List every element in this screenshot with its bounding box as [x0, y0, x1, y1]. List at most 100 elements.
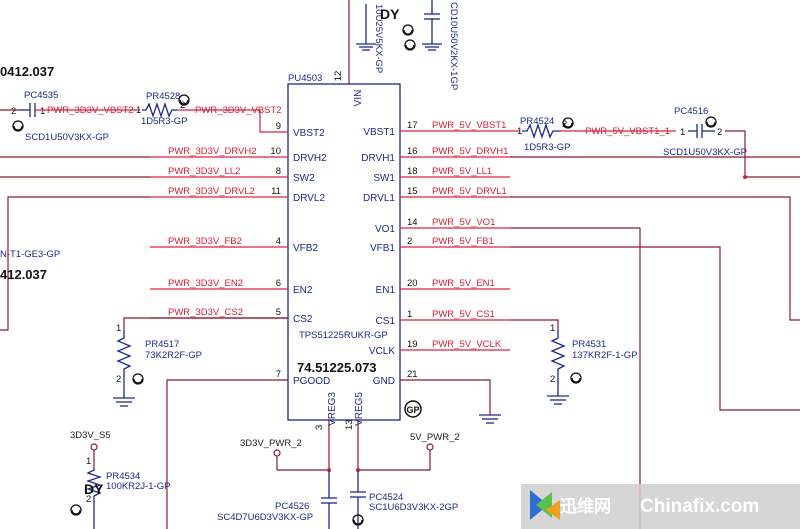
vo1-ext-wire — [510, 227, 641, 529]
top-cap-right-value: CD10U50V2KX-1GP — [448, 2, 459, 90]
pc4516-ref: PC4516 — [674, 106, 708, 117]
ic-part-number: TPS51225RUKR-GP — [299, 330, 388, 341]
net-label-drvl2: PWR_3D3V_DRVL2 — [168, 186, 255, 197]
vreg3-pin-number: 3 — [314, 425, 325, 430]
pin-number-cs2: 5 — [276, 307, 281, 318]
pin-number-en2: 6 — [276, 278, 281, 289]
pc4526-ref: PC4526 — [275, 501, 309, 512]
pin-number-sw2: 8 — [276, 166, 281, 177]
ground-symbol-ic — [400, 379, 501, 424]
gp-stamp-pc4524-icon — [352, 514, 364, 526]
vin-input-section: 12 10U25V5KX-GP DY CD10U50V2KX-1GP — [333, 0, 459, 90]
pin-label-drvh2: DRVH2 — [293, 153, 327, 164]
pin-number-drvl2: 11 — [271, 186, 281, 197]
pr4528-ref: PR4528 — [146, 91, 180, 102]
pc4524-capacitor[interactable]: PC4524 SC1U6D3V3KX-2GP — [350, 470, 458, 529]
ic-pu4503[interactable]: PU4503 VIN TPS51225RUKR-GP 74.51225.073 … — [287, 73, 422, 426]
net-label-drvh1: PWR_5V_DRVH1 — [432, 146, 508, 157]
watermark-background — [521, 484, 800, 529]
power-3d3v-s5-label: 3D3V_S5 — [70, 430, 111, 441]
pr4531-value: 137KR2F-1-GP — [572, 350, 637, 361]
power-3d3v-pwr2-label: 3D3V_PWR_2 — [240, 438, 302, 449]
pin-label-sw2: SW2 — [293, 173, 315, 184]
pr4528-pin-left: 1 — [136, 105, 141, 116]
pc4516-capacitor[interactable]: PC4516 1 2 SCD1U50V3KX-GP — [663, 106, 747, 158]
pr4524-resistor[interactable]: PR4524 1 2 1D5R3-GP — [517, 116, 570, 153]
pin-label-drvh1: DRVH1 — [361, 153, 395, 164]
pr4534-value: 100KR2J-1-GP — [106, 481, 170, 492]
net-label-sw2: PWR_3D3V_LL2 — [168, 166, 240, 177]
pin-label-sw1: SW1 — [373, 173, 395, 184]
pin-label-vclk: VCLK — [369, 346, 395, 357]
left-part-number-mid: 412.037 — [0, 267, 47, 282]
ic-board-number: 74.51225.073 — [297, 360, 377, 375]
pr4531-ref: PR4531 — [572, 339, 606, 350]
pr4528-pin-right: 2 — [180, 100, 185, 111]
pin-number-gnd: 21 — [407, 369, 418, 380]
pr4517-pin-top: 1 — [116, 323, 121, 334]
gp-stamp-pr4534-icon — [70, 504, 82, 516]
pin-label-vbst1: VBST1 — [363, 127, 395, 138]
net-pwr-3d3v-vbst2-a: PWR_3D3V_VBST2 — [47, 105, 134, 116]
pr4531-resistor[interactable]: 1 PR4531 137KR2F-1-GP 2 — [550, 323, 637, 385]
net-pwr-5v-vbst1-1: PWR_5V_VBST1_1 — [585, 126, 670, 137]
pin-number-vfb2: 4 — [276, 236, 281, 247]
pin-number-drvh2: 10 — [270, 146, 281, 157]
gp-stamp-top-right-icon — [404, 39, 416, 51]
pin-label-drvl2: DRVL2 — [293, 193, 325, 204]
pin-number-en1: 20 — [407, 278, 418, 289]
left-part-fragment: N-T1-GE3-GP — [0, 249, 60, 260]
pin-label-en2: EN2 — [293, 285, 313, 296]
ic-right-pins: PWR_5V_VBST117VBST1PWR_5V_DRVH116DRVH1PW… — [361, 120, 520, 387]
pc4526-capacitor[interactable]: PC4526 SC4D7U6D3V3KX-GP — [217, 470, 337, 529]
pc4526-value: SC4D7U6D3V3KX-GP — [217, 512, 313, 523]
net-label-en2: PWR_3D3V_EN2 — [168, 278, 243, 289]
power-3d3v-s5: 3D3V_S5 — [70, 430, 111, 468]
pr4534-pin-top: 1 — [86, 456, 91, 467]
drvl2-ext-wire — [0, 196, 150, 331]
pc4516-pin-right: 2 — [717, 127, 722, 138]
pr4528-resistor[interactable]: PR4528 1 2 1D5R3-GP — [136, 91, 187, 127]
dy-marker-top: DY — [380, 6, 400, 22]
top-cap-right-symbol — [422, 0, 442, 51]
net-label-cs2: PWR_3D3V_CS2 — [168, 307, 243, 318]
pr4534-ref: PR4534 — [106, 471, 140, 482]
pr4517-resistor[interactable]: 1 PR4517 73K2R2F-GP 2 — [116, 323, 202, 385]
pc4516-value: SCD1U50V3KX-GP — [663, 147, 747, 158]
net-label-vbst1: PWR_5V_VBST1 — [432, 120, 506, 131]
gp-stamp-pc4535-icon — [12, 120, 24, 132]
pin-label-vbst2: VBST2 — [293, 128, 325, 139]
pr4517-value: 73K2R2F-GP — [145, 350, 202, 361]
gp-stamp-ic-text: GP — [406, 405, 419, 415]
net-label-vo1: PWR_5V_VO1 — [432, 217, 495, 228]
drvl1-ext-wire — [510, 196, 800, 321]
pin-number-drvl1: 15 — [407, 186, 418, 197]
pin-number-vbst2: 9 — [276, 121, 281, 132]
pc4535-capacitor[interactable]: PC4535 2 1 SCD1U50V3KX-GP — [11, 90, 109, 143]
ic-reference: PU4503 — [288, 73, 322, 84]
ic-body[interactable] — [287, 83, 401, 421]
pr4534-resistor[interactable]: 1 PR4534 100KR2J-1-GP 2 — [85, 456, 170, 529]
gp-stamp-pc4516-icon — [705, 116, 717, 128]
cs2-wire — [123, 317, 288, 330]
ground-symbol-top-left — [356, 30, 376, 51]
ic-pin-vreg3-label: VREG3 — [327, 392, 338, 426]
